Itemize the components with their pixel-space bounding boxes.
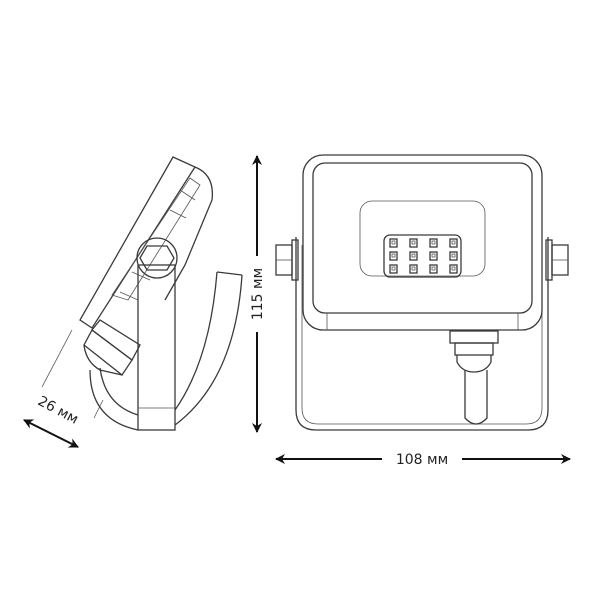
front-view: [275, 154, 569, 431]
right-bolt: [545, 239, 569, 281]
led-chip: [409, 264, 418, 274]
led-chip: [449, 264, 458, 274]
led-chip: [389, 264, 398, 274]
lens-window: [359, 200, 486, 277]
dimension-width: 108 мм: [275, 452, 571, 468]
led-chip: [409, 238, 418, 248]
dimension-height: 115 мм: [250, 155, 266, 433]
led-chip-core: [431, 266, 436, 271]
side-cable: [89, 271, 243, 431]
led-chip: [389, 251, 398, 261]
led-chip-core: [431, 253, 436, 258]
side-view: [79, 156, 243, 431]
led-panel: [383, 234, 462, 278]
led-chip-core: [451, 240, 456, 245]
side-bracket-arm: [137, 264, 176, 431]
width-label: 108 мм: [396, 452, 448, 468]
led-chip: [429, 264, 438, 274]
led-chip: [449, 251, 458, 261]
front-bracket: [295, 237, 549, 431]
led-chip-core: [451, 253, 456, 258]
dimension-depth: 26 мм: [23, 329, 104, 448]
hex-nut-icon: [139, 245, 175, 271]
height-label: 115 мм: [250, 268, 266, 320]
led-chip: [429, 238, 438, 248]
led-chip: [409, 251, 418, 261]
led-chip-core: [451, 266, 456, 271]
led-grid: [389, 238, 458, 274]
front-cable-gland: [449, 330, 499, 373]
side-front-panel: [79, 156, 196, 329]
led-chip-core: [391, 253, 396, 258]
front-face: [312, 162, 533, 314]
led-chip-core: [411, 240, 416, 245]
led-chip-core: [411, 266, 416, 271]
led-chip: [389, 238, 398, 248]
led-chip-core: [391, 266, 396, 271]
led-chip: [429, 251, 438, 261]
side-back-cover: [164, 166, 214, 301]
front-housing: [302, 154, 543, 331]
led-chip-core: [431, 240, 436, 245]
depth-label: 26 мм: [35, 393, 81, 427]
left-bolt: [275, 239, 299, 281]
pivot-bolt-circle: [136, 237, 178, 279]
front-cable: [464, 370, 488, 425]
side-heatsink: [111, 177, 201, 301]
led-chip: [449, 238, 458, 248]
led-chip-core: [391, 240, 396, 245]
led-chip-core: [411, 253, 416, 258]
